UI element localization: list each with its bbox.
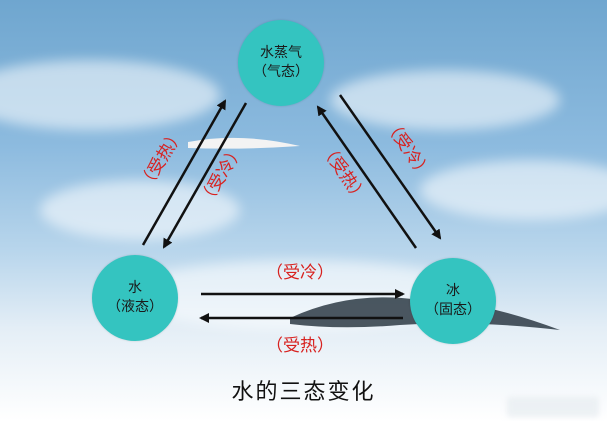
label-water-to-vapor: （受热） <box>135 125 188 193</box>
arrow-ice-to-vapor <box>316 105 418 249</box>
node-water: 水 （液态） <box>92 255 178 341</box>
label-ice-to-vapor: （受热） <box>316 139 371 207</box>
node-ice: 冰 （固态） <box>410 258 496 344</box>
label-ice-to-water: （受热） <box>266 336 334 356</box>
label-vapor-to-ice: （受冷） <box>380 115 435 183</box>
node-ice-state: （固态） <box>425 302 481 318</box>
node-vapor: 水蒸气 （气态） <box>238 20 324 106</box>
diagram-title: 水的三态变化 <box>231 380 376 405</box>
node-vapor-name: 水蒸气 <box>260 45 302 61</box>
cloud <box>420 160 607 220</box>
cloud <box>0 60 220 130</box>
arrow-vapor-to-water <box>162 102 248 249</box>
label-vapor-to-water: （受冷） <box>195 141 248 209</box>
bird-icon <box>188 137 300 149</box>
node-water-state: （液态） <box>107 299 163 315</box>
label-water-to-ice: （受冷） <box>266 263 334 283</box>
node-water-name: 水 <box>128 280 142 296</box>
node-ice-name: 冰 <box>446 283 460 299</box>
cloud <box>330 70 560 130</box>
node-vapor-state: （气态） <box>253 64 309 80</box>
watermark <box>507 397 599 417</box>
cloud <box>40 180 240 240</box>
arrow-vapor-to-ice <box>338 94 442 240</box>
arrow-water-to-vapor <box>141 99 227 246</box>
